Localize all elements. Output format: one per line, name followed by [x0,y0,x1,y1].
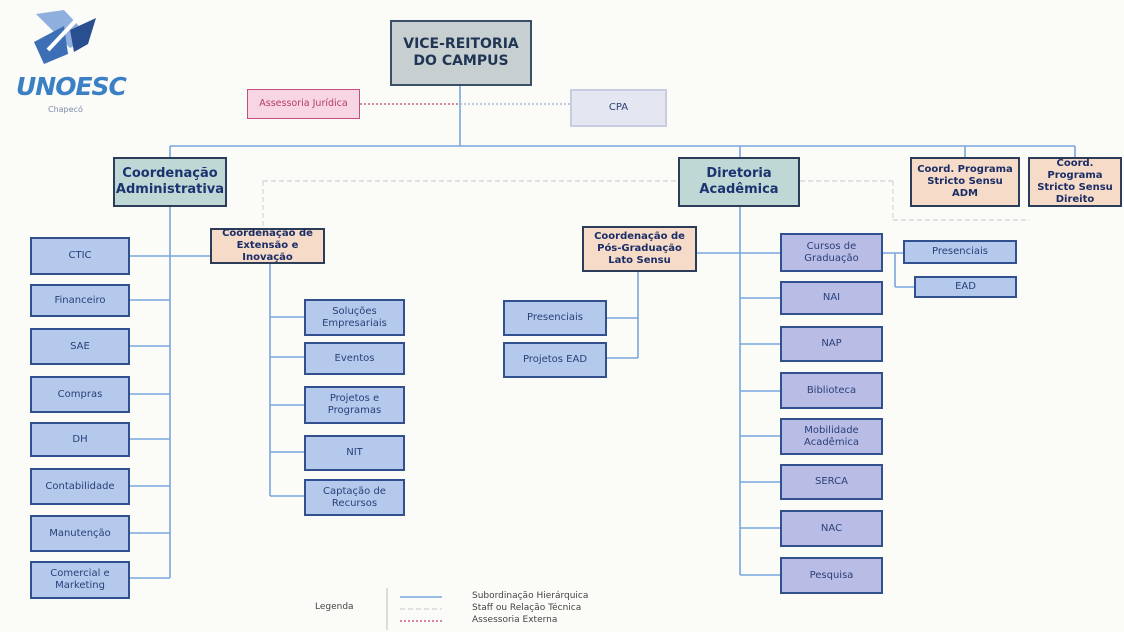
admin-unit-compras: Compras [30,376,130,413]
academic-unit-cursos-graduacao: Cursos de Graduação [780,233,883,272]
admin-unit-contabilidade: Contabilidade [30,468,130,505]
extension-unit-solucoes: Soluções Empresariais [304,299,405,336]
logo-wordmark: UNOESC [16,72,127,101]
legend-item-staff: Staff ou Relação Técnica [472,603,582,613]
academic-unit-biblioteca: Biblioteca [780,372,883,409]
postgrad-unit-presenciais: Presenciais [503,300,607,336]
extension-coordination-node: Coordenação de Extensão e Inovação [210,228,325,264]
postgrad-unit-projetos-ead: Projetos EAD [503,342,607,378]
stricto-sensu-adm-node: Coord. Programa Stricto Sensu ADM [910,157,1020,207]
legend-label: Legenda [315,602,354,612]
academic-unit-nap: NAP [780,326,883,362]
stricto-sensu-direito-node: Coord. Programa Stricto Sensu Direito [1028,157,1122,207]
academic-unit-serca: SERCA [780,464,883,500]
postgrad-coordination-node: Coordenação de Pós-Graduação Lato Sensu [582,226,697,272]
academic-unit-pesquisa: Pesquisa [780,557,883,594]
academic-unit-nai: NAI [780,281,883,315]
cpa-node: CPA [570,89,667,127]
extension-unit-captacao: Captação de Recursos [304,479,405,516]
academic-unit-nac: NAC [780,510,883,547]
extension-unit-projetos: Projetos e Programas [304,386,405,424]
unoesc-logo-icon [34,10,96,64]
academic-unit-mobilidade: Mobilidade Acadêmica [780,418,883,455]
legend-item-external: Assessoria Externa [472,615,558,625]
admin-unit-dh: DH [30,422,130,457]
admin-unit-sae: SAE [30,328,130,365]
academic-directorate-node: Diretoria Acadêmica [678,157,800,207]
admin-coordination-node: Coordenação Administrativa [113,157,227,207]
legal-advisory-node: Assessoria Jurídica [247,89,360,119]
admin-unit-financeiro: Financeiro [30,284,130,317]
legend-item-hierarchy: Subordinação Hierárquica [472,591,589,601]
logo-subtitle: Chapecó [48,105,83,114]
root-node: VICE-REITORIA DO CAMPUS [390,20,532,86]
graduation-mode-presenciais: Presenciais [903,240,1017,264]
extension-unit-nit: NIT [304,435,405,471]
admin-unit-comercial-marketing: Comercial e Marketing [30,561,130,599]
graduation-mode-ead: EAD [914,276,1017,298]
admin-unit-manutencao: Manutenção [30,515,130,552]
extension-unit-eventos: Eventos [304,342,405,375]
admin-unit-ctic: CTIC [30,237,130,275]
